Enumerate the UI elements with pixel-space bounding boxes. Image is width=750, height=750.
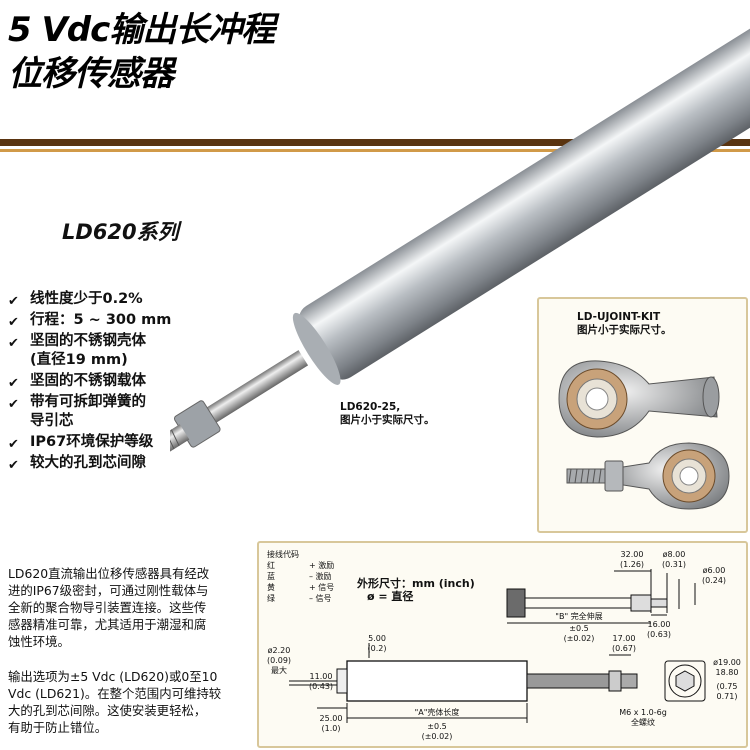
- description-paragraph-1: LD620直流输出位移传感器具有经改 进的IP67级密封，可通过刚性载体与 全新…: [8, 566, 210, 649]
- svg-text:(±0.02): (±0.02): [564, 634, 595, 643]
- svg-text:全螺纹: 全螺纹: [631, 717, 655, 727]
- header-band-thick: [0, 139, 750, 146]
- svg-text:11.00: 11.00: [310, 672, 333, 681]
- svg-text:25.00: 25.00: [320, 714, 343, 723]
- check-icon: ✔: [8, 336, 19, 351]
- svg-text:(1.0): (1.0): [322, 724, 341, 733]
- svg-text:17.00: 17.00: [613, 634, 636, 643]
- feature-list: ✔线性度少于0.2% ✔行程：5 ~ 300 mm ✔坚固的不锈钢壳体(直径19…: [8, 290, 238, 475]
- check-icon: ✔: [8, 376, 19, 391]
- wire-code-table: 接线代码 红+ 激励 蓝– 激励 黄+ 信号 绿– 信号: [267, 550, 335, 603]
- svg-text:(0.67): (0.67): [612, 644, 636, 653]
- series-name: LD620系列: [62, 220, 179, 244]
- feature-item: ✔IP67环境保护等级: [8, 434, 154, 452]
- svg-text:M6 x 1.0-6g: M6 x 1.0-6g: [619, 708, 667, 717]
- check-icon: ✔: [8, 315, 19, 330]
- svg-text:"B" 完全伸展: "B" 完全伸展: [555, 611, 602, 621]
- svg-text:ø2.20: ø2.20: [268, 646, 291, 655]
- units-note: 外形尺寸：mm (inch) ø = 直径: [357, 577, 475, 603]
- svg-text:(±0.02): (±0.02): [422, 732, 453, 741]
- check-icon: ✔: [8, 294, 19, 309]
- page-title-line2: 位移传感器: [8, 54, 174, 94]
- check-icon: ✔: [8, 437, 19, 452]
- svg-text:(0.63): (0.63): [647, 630, 671, 639]
- svg-text:(0.24): (0.24): [702, 576, 726, 585]
- svg-text:0.71): 0.71): [717, 692, 738, 701]
- sensor-caption: LD620-25, 图片小于实际尺寸。: [340, 401, 435, 426]
- svg-text:ø8.00: ø8.00: [663, 550, 686, 559]
- svg-text:±0.5: ±0.5: [427, 722, 446, 731]
- feature-item: ✔行程：5 ~ 300 mm: [8, 312, 172, 330]
- svg-text:(0.09): (0.09): [267, 656, 291, 665]
- svg-text:"A"壳体长度: "A"壳体长度: [415, 707, 460, 717]
- feature-item: ✔带有可拆卸弹簧的导引芯: [8, 394, 146, 429]
- check-icon: ✔: [8, 458, 19, 473]
- svg-text:(1.26): (1.26): [620, 560, 644, 569]
- rod-end-photo: [558, 360, 730, 510]
- svg-text:(0.75: (0.75: [717, 682, 738, 691]
- svg-text:(0.43): (0.43): [309, 682, 333, 691]
- feature-item: ✔坚固的不锈钢载体: [8, 373, 146, 391]
- dim-32: 32.00: [621, 550, 644, 559]
- svg-text:最大: 最大: [271, 665, 287, 675]
- svg-text:ø19.00: ø19.00: [713, 658, 741, 667]
- kit-panel: LD-UJOINT-KIT 图片小于实际尺寸。: [537, 297, 748, 533]
- header-band-thin: [0, 149, 750, 152]
- svg-text:5.00: 5.00: [368, 634, 386, 643]
- svg-text:ø6.00: ø6.00: [703, 566, 726, 575]
- kit-caption: LD-UJOINT-KIT 图片小于实际尺寸。: [577, 311, 672, 336]
- svg-text:(0.2): (0.2): [368, 644, 387, 653]
- svg-text:±0.5: ±0.5: [569, 624, 588, 633]
- feature-item: ✔较大的孔到芯间隙: [8, 455, 146, 473]
- feature-item: ✔线性度少于0.2%: [8, 291, 143, 309]
- svg-text:16.00: 16.00: [648, 620, 671, 629]
- sensor-photo: [170, 23, 750, 460]
- feature-item: ✔坚固的不锈钢壳体(直径19 mm): [8, 333, 146, 368]
- svg-text:18.80: 18.80: [716, 668, 739, 677]
- dimension-drawing: 32.00 (1.26) ø8.00 (0.31) ø6.00 (0.24) "…: [267, 550, 741, 741]
- page-title-line1: 5 Vdc输出长冲程: [8, 10, 275, 50]
- description-paragraph-2: 输出选项为±5 Vdc (LD620)或0至10 Vdc (LD621)。在整个…: [8, 669, 222, 735]
- check-icon: ✔: [8, 397, 19, 412]
- dimension-drawing-panel: 接线代码 红+ 激励 蓝– 激励 黄+ 信号 绿– 信号 外形尺寸：mm (in…: [257, 541, 748, 748]
- svg-text:(0.31): (0.31): [662, 560, 686, 569]
